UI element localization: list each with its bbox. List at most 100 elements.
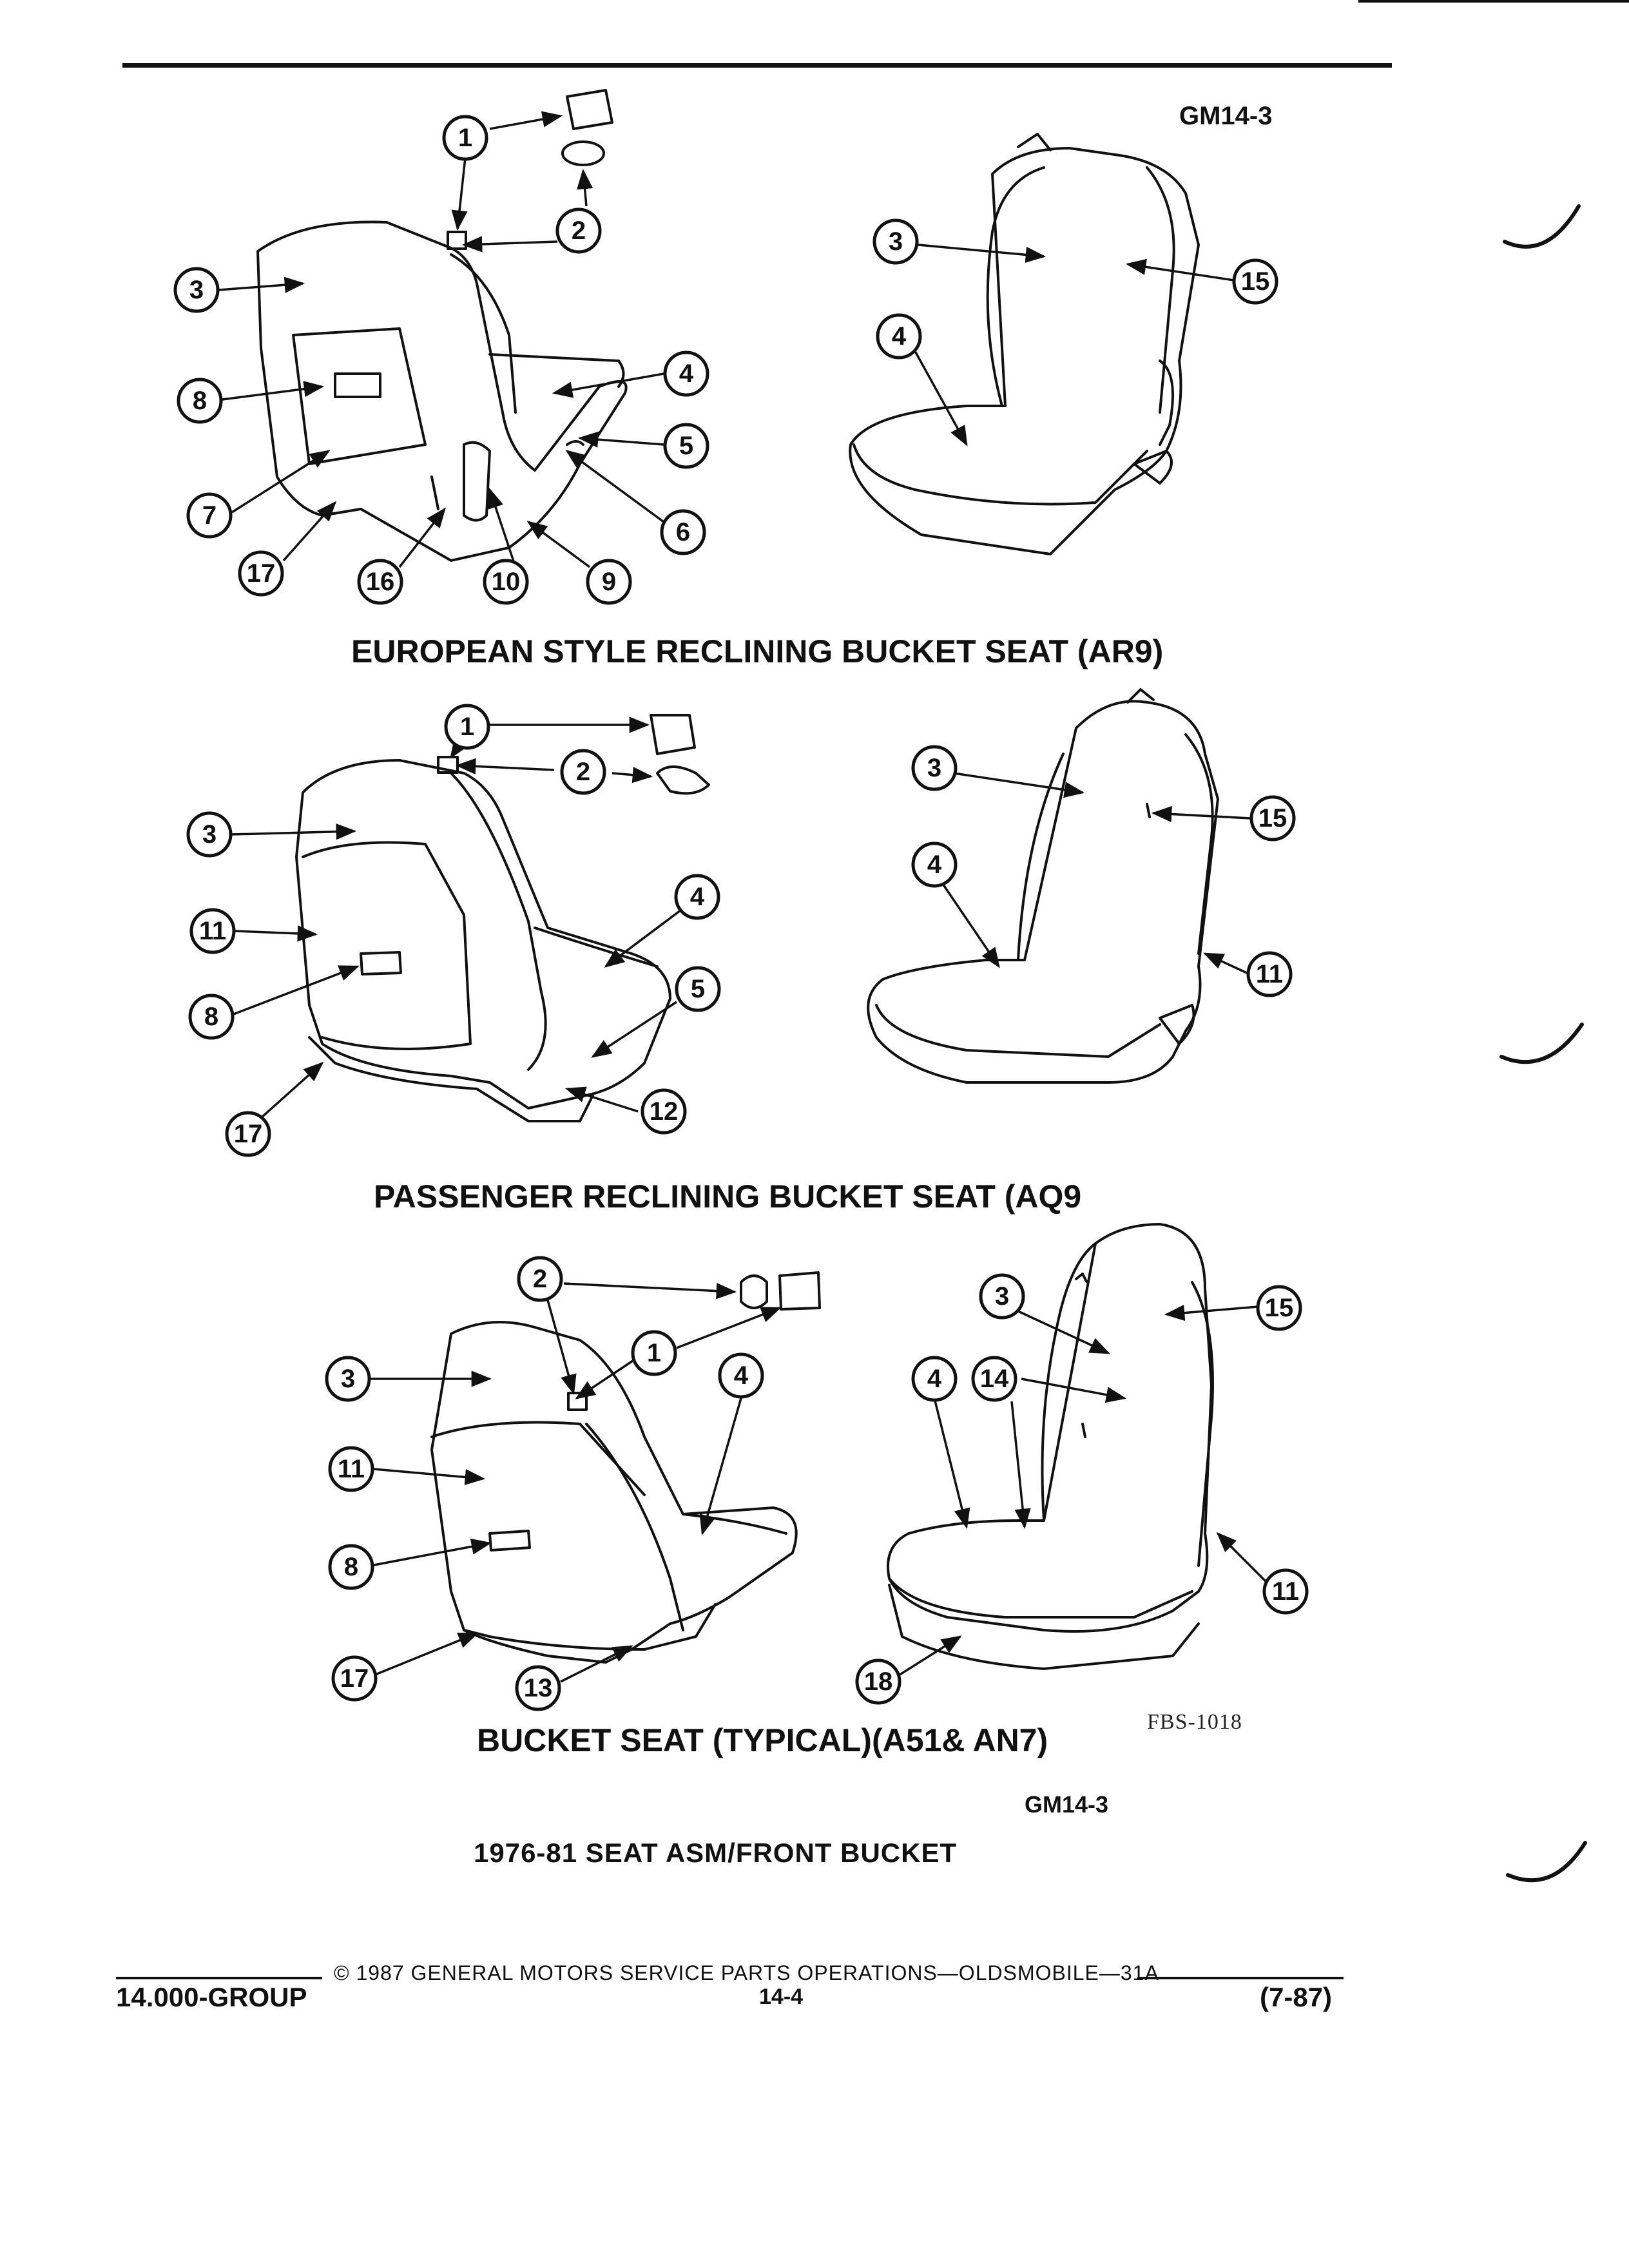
- diagram-code-top: GM14-3: [1179, 102, 1273, 130]
- callout-11: 11: [189, 908, 236, 954]
- svg-text:1: 1: [460, 713, 474, 741]
- callout-3: 3: [979, 1273, 1025, 1320]
- svg-text:4: 4: [927, 1365, 942, 1393]
- caption-european-seat: EUROPEAN STYLE RECLINING BUCKET SEAT (AR…: [351, 633, 1164, 669]
- callouts: 1 2 3 8 7 17 16 10 9 6 5 4 3 4 15 1 2 3 …: [173, 115, 1309, 1711]
- section-title: 1976-81 SEAT ASM/FRONT BUCKET: [474, 1838, 958, 1868]
- svg-text:4: 4: [734, 1361, 749, 1390]
- callout-17: 17: [238, 550, 284, 597]
- group-number: 14.000-GROUP: [116, 1982, 307, 2012]
- svg-text:18: 18: [864, 1667, 893, 1696]
- svg-text:15: 15: [1258, 804, 1287, 832]
- callout-4: 4: [663, 351, 709, 397]
- svg-text:3: 3: [927, 754, 941, 782]
- european-seat-rear-view: [256, 89, 628, 562]
- callout-4: 4: [718, 1352, 764, 1399]
- callout-10: 10: [483, 559, 529, 605]
- caption-bucket-seat: BUCKET SEAT (TYPICAL)(A51& AN7): [477, 1722, 1048, 1758]
- leader-lines: [218, 111, 1268, 1683]
- svg-text:3: 3: [995, 1282, 1009, 1311]
- diagram-code-bottom: GM14-3: [1025, 1791, 1109, 1818]
- svg-text:1: 1: [647, 1339, 661, 1367]
- callout-1: 1: [631, 1330, 677, 1376]
- callout-3: 3: [911, 745, 958, 791]
- callout-8: 8: [188, 994, 235, 1040]
- svg-text:2: 2: [576, 758, 590, 786]
- svg-text:15: 15: [1265, 1294, 1294, 1322]
- caption-passenger-seat: PASSENGER RECLINING BUCKET SEAT (AQ9: [374, 1178, 1082, 1215]
- callout-17: 17: [331, 1655, 378, 1702]
- svg-text:11: 11: [1256, 960, 1283, 988]
- european-seat-front-view: [849, 133, 1200, 555]
- callout-2: 2: [560, 749, 606, 795]
- callout-1: 1: [442, 115, 488, 161]
- svg-text:14: 14: [980, 1365, 1009, 1393]
- page-number: 14-4: [759, 1984, 804, 2009]
- callout-4: 4: [876, 313, 922, 360]
- svg-text:11: 11: [1272, 1577, 1299, 1606]
- callout-2: 2: [517, 1256, 563, 1302]
- callout-9: 9: [586, 559, 632, 605]
- callout-1: 1: [444, 704, 490, 750]
- svg-text:17: 17: [234, 1120, 263, 1148]
- header-rule: [122, 63, 1392, 68]
- callout-15: 15: [1249, 795, 1296, 841]
- footer-rule-right: [1137, 1977, 1344, 1979]
- svg-text:6: 6: [676, 518, 690, 546]
- svg-text:17: 17: [247, 559, 276, 588]
- callout-4: 4: [911, 1356, 958, 1402]
- svg-text:3: 3: [341, 1365, 355, 1393]
- callout-4: 4: [911, 841, 958, 888]
- svg-text:5: 5: [679, 432, 693, 460]
- callout-5: 5: [663, 423, 709, 469]
- footer-rule-left: [116, 1977, 322, 1979]
- svg-text:2: 2: [572, 216, 586, 245]
- callout-12: 12: [641, 1088, 687, 1135]
- svg-text:17: 17: [340, 1664, 369, 1693]
- svg-text:11: 11: [338, 1455, 365, 1483]
- callout-3: 3: [325, 1356, 371, 1402]
- svg-text:4: 4: [679, 360, 694, 388]
- copyright-line: © 1987 GENERAL MOTORS SERVICE PARTS OPER…: [334, 1961, 1159, 1984]
- callout-2: 2: [555, 207, 602, 254]
- passenger-seat-rear-view: [295, 714, 710, 1122]
- svg-text:11: 11: [199, 917, 226, 945]
- callout-15: 15: [1232, 258, 1278, 305]
- svg-text:12: 12: [650, 1097, 679, 1126]
- callout-11: 11: [1262, 1568, 1309, 1615]
- binder-marks: [1499, 204, 1587, 1883]
- svg-text:8: 8: [344, 1553, 358, 1581]
- callout-18: 18: [855, 1658, 901, 1705]
- callout-8: 8: [328, 1544, 374, 1590]
- callout-17: 17: [225, 1111, 271, 1157]
- callout-6: 6: [660, 509, 706, 555]
- svg-text:4: 4: [892, 322, 907, 351]
- callout-3: 3: [186, 811, 233, 858]
- svg-text:8: 8: [193, 387, 207, 415]
- callout-8: 8: [177, 378, 223, 424]
- top-edge-mark: [1358, 0, 1629, 3]
- svg-text:1: 1: [458, 124, 472, 152]
- svg-text:3: 3: [202, 820, 217, 849]
- callout-5: 5: [675, 966, 721, 1012]
- svg-text:3: 3: [889, 227, 903, 256]
- callout-4: 4: [674, 874, 720, 920]
- figure-id: FBS-1018: [1147, 1710, 1242, 1734]
- svg-text:9: 9: [602, 568, 616, 596]
- svg-text:3: 3: [189, 276, 204, 304]
- svg-text:5: 5: [691, 975, 705, 1003]
- callout-11: 11: [328, 1446, 374, 1492]
- svg-text:4: 4: [690, 883, 705, 911]
- callout-13: 13: [515, 1665, 561, 1711]
- revision-date: (7-87): [1260, 1982, 1333, 2012]
- svg-text:16: 16: [366, 568, 395, 596]
- passenger-seat-front-view: [867, 688, 1219, 1084]
- svg-text:7: 7: [202, 501, 217, 530]
- svg-text:13: 13: [524, 1674, 553, 1702]
- typical-seat-rear-view: [430, 1271, 821, 1664]
- callout-16: 16: [357, 559, 403, 605]
- svg-text:15: 15: [1241, 267, 1270, 296]
- callout-3: 3: [872, 218, 919, 265]
- svg-text:8: 8: [204, 1003, 218, 1031]
